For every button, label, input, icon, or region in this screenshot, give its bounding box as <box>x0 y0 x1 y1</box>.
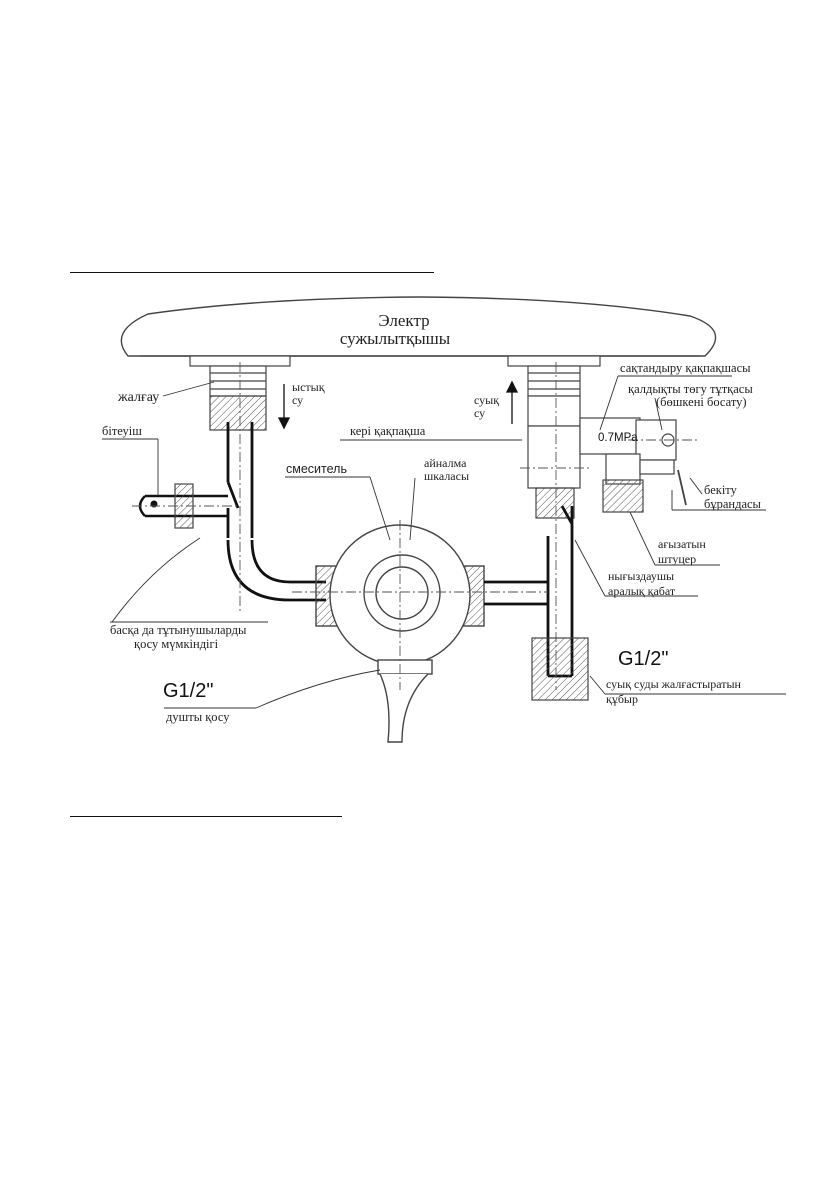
seal-gasket-label-line2: аралық қабат <box>608 584 676 598</box>
section-divider-bottom <box>70 816 342 817</box>
hot-outlet-fitting <box>189 355 291 431</box>
other-consumers-label-line1: басқа да тұтынушыларды <box>110 623 247 637</box>
dial-label-line1: айналма <box>424 456 467 470</box>
connector-label: жалғау <box>117 390 159 405</box>
shower-connection-label: душты қосу <box>166 710 230 724</box>
fixing-screw-label-line2: бұрандасы <box>704 497 762 511</box>
water-heater-tank <box>120 296 717 357</box>
seal-gasket-label-line1: нығыздаушы <box>608 569 674 583</box>
leader-lines <box>102 375 786 709</box>
check-valve-label: кері қақпақша <box>350 424 426 438</box>
mixer-label: смеситель <box>286 462 347 476</box>
cold-pipe-coupling <box>531 637 589 701</box>
cold-pipe-label-line1: суық суды жалғастыратын <box>606 677 742 691</box>
hot-water-pipe <box>226 422 326 602</box>
flow-arrows <box>277 380 519 430</box>
dial-label-line2: шкаласы <box>424 469 469 483</box>
drain-handle-label-line2: (бөшкені босату) <box>656 395 747 409</box>
section-divider-top <box>70 272 434 273</box>
fixing-screw-label-line1: бекіту <box>704 483 738 497</box>
safety-valve <box>579 417 687 513</box>
hot-water-label-line1: ыстық <box>292 380 325 394</box>
cold-inlet-fitting <box>507 355 601 427</box>
outlet-nipple-label-line2: штуцер <box>658 552 696 566</box>
outlet-nipple-label-line1: ағызатын <box>658 537 706 551</box>
thread-size-left: G1/2" <box>163 680 213 702</box>
hot-water-label-line2: су <box>292 393 303 407</box>
other-consumers-label-line2: қосу мүмкіндігі <box>134 637 219 651</box>
safety-valve-label: сақтандыру қақпақшасы <box>620 361 751 375</box>
pressure-label: 0.7MPa <box>598 432 638 444</box>
heater-label-line2: сужылытқышы <box>340 329 451 348</box>
cold-water-label-line1: суық <box>474 393 499 407</box>
drain-handle-label-line1: қалдықты төгу тұтқасы <box>628 382 753 396</box>
thread-size-right: G1/2" <box>618 648 668 670</box>
cold-pipe-label-line2: құбыр <box>606 692 638 706</box>
plug-label: бітеуіш <box>102 424 142 438</box>
heater-label-line1: Электр <box>378 311 429 330</box>
center-lines <box>132 362 700 690</box>
check-valve-body <box>527 425 581 519</box>
cold-water-label-line2: су <box>474 406 485 420</box>
